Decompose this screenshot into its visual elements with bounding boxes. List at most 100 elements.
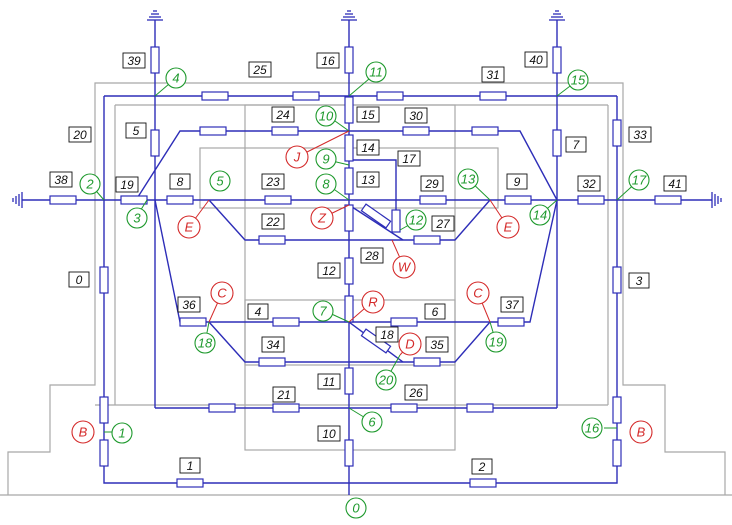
svg-text:16: 16 <box>585 421 600 436</box>
element-label: 8 <box>169 173 191 190</box>
svg-text:40: 40 <box>529 53 543 67</box>
resistor-11 <box>344 367 354 395</box>
resistor-23 <box>264 195 292 205</box>
svg-text:16: 16 <box>321 54 335 68</box>
node-marker: 5 <box>209 170 231 192</box>
contact-marker: Z <box>310 206 334 230</box>
node-marker: 14 <box>529 204 551 226</box>
svg-text:11: 11 <box>323 375 335 389</box>
svg-text:25: 25 <box>252 63 267 77</box>
resistor-22 <box>258 235 286 245</box>
node-marker: 10 <box>315 105 337 127</box>
element-label: 2 <box>471 458 493 475</box>
element-label: 21 <box>272 386 296 403</box>
svg-text:2: 2 <box>478 460 486 474</box>
svg-text:7: 7 <box>319 304 327 319</box>
element-label: 17 <box>397 150 421 167</box>
resistor-35 <box>413 357 441 367</box>
resistor-40 <box>552 46 562 74</box>
element-label: 1 <box>179 457 201 474</box>
svg-text:6: 6 <box>368 415 376 430</box>
svg-text:32: 32 <box>582 177 596 191</box>
svg-text:E: E <box>504 220 513 235</box>
svg-text:6: 6 <box>432 305 439 319</box>
resistor-17 <box>391 209 401 233</box>
element-label: 39 <box>122 52 146 69</box>
resistor-27 <box>413 235 441 245</box>
node-marker: 8 <box>315 173 337 195</box>
svg-text:20: 20 <box>378 373 394 388</box>
resistor-9 <box>504 195 532 205</box>
node-marker: 19 <box>485 331 507 353</box>
node-marker: 16 <box>581 417 603 439</box>
contact-marker: C <box>466 281 490 305</box>
node-marker: 3 <box>126 207 148 229</box>
node-marker: 17 <box>628 169 650 191</box>
svg-text:17: 17 <box>402 152 417 166</box>
svg-text:28: 28 <box>364 249 379 263</box>
element-label: 11 <box>317 373 341 390</box>
element-label: 36 <box>177 296 201 313</box>
resistor-15 <box>344 96 354 124</box>
svg-text:3: 3 <box>636 274 643 288</box>
svg-text:5: 5 <box>216 174 224 189</box>
element-label: 35 <box>425 336 449 353</box>
element-label: 12 <box>317 262 341 279</box>
node-marker: 20 <box>375 369 397 391</box>
element-label: 27 <box>431 215 455 232</box>
resistor-3 <box>612 266 622 294</box>
element-label: 15 <box>356 106 380 123</box>
element-label: 14 <box>356 139 380 156</box>
resistor-b-left-b <box>99 439 109 467</box>
ground-icon <box>549 10 565 21</box>
svg-text:13: 13 <box>461 172 476 187</box>
resistor-38 <box>49 195 77 205</box>
element-label: 28 <box>360 247 384 264</box>
element-label: 18 <box>375 326 399 343</box>
svg-text:12: 12 <box>409 213 424 228</box>
contact-marker: C <box>210 281 234 305</box>
node-marker: 15 <box>567 69 589 91</box>
resistor-0 <box>99 266 109 294</box>
resistor-25b <box>292 91 320 101</box>
resistor-10 <box>344 439 354 467</box>
svg-text:33: 33 <box>633 128 647 142</box>
resistor-19 <box>120 195 148 205</box>
node-marker: 2 <box>79 173 101 195</box>
contact-marker: W <box>392 255 416 279</box>
svg-text:15: 15 <box>361 108 375 122</box>
contact-marker: E <box>496 215 520 239</box>
element-label: 30 <box>404 107 428 124</box>
resistor-13 <box>344 167 354 195</box>
svg-text:38: 38 <box>54 173 68 187</box>
resistor-31a <box>376 91 404 101</box>
resistor-24 <box>271 126 299 136</box>
element-label: 10 <box>317 425 341 442</box>
svg-text:15: 15 <box>571 73 586 88</box>
resistor-26 <box>390 403 418 413</box>
svg-text:2: 2 <box>85 177 94 192</box>
resistor-7 <box>344 295 354 323</box>
svg-text:10: 10 <box>322 427 336 441</box>
svg-text:26: 26 <box>408 386 423 400</box>
svg-text:0: 0 <box>352 501 360 516</box>
ground-icon <box>711 192 722 208</box>
element-label: 4 <box>247 303 269 320</box>
resistor-b-right-b <box>612 439 622 467</box>
element-label: 31 <box>481 66 505 83</box>
resistor-13b <box>344 204 354 232</box>
svg-text:9: 9 <box>322 152 329 167</box>
resistor-37 <box>497 317 525 327</box>
svg-text:1: 1 <box>187 459 194 473</box>
resistor-14 <box>344 134 354 162</box>
node-marker: 0 <box>345 497 367 519</box>
svg-text:23: 23 <box>265 175 280 189</box>
ground-icon <box>12 192 23 208</box>
resistors <box>49 91 682 488</box>
svg-text:8: 8 <box>177 175 184 189</box>
resistor-25a <box>201 91 229 101</box>
svg-text:7: 7 <box>573 138 581 152</box>
svg-text:12: 12 <box>322 264 336 278</box>
svg-text:1: 1 <box>118 426 125 441</box>
resistor-39 <box>150 46 160 74</box>
